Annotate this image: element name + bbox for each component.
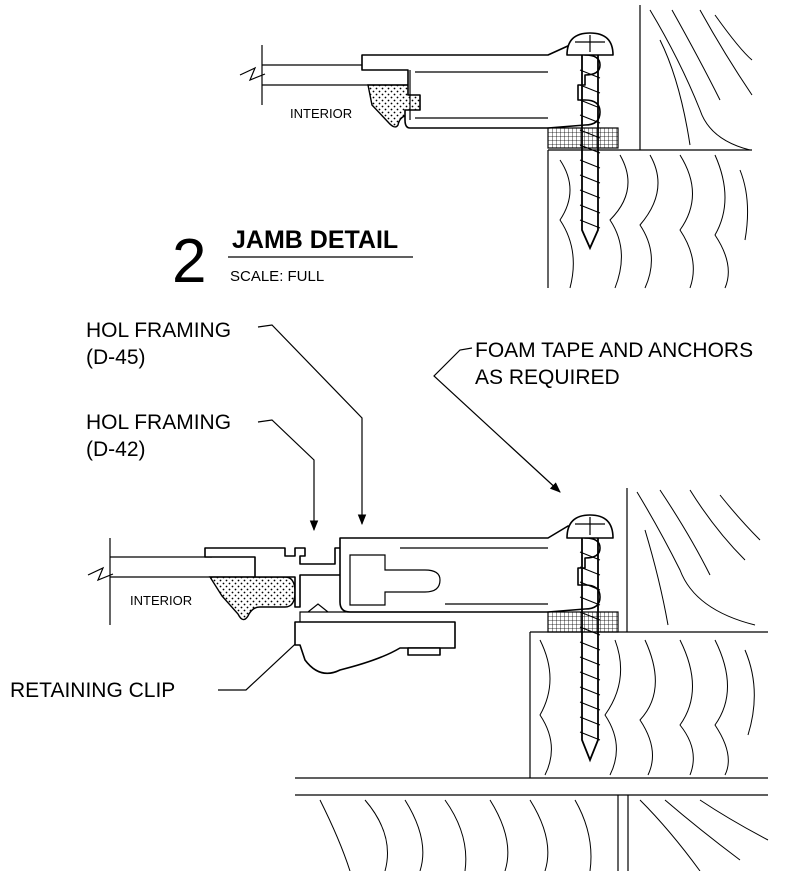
callout-foam-line1: FOAM TAPE AND ANCHORS [475,339,753,362]
top-detail [239,5,753,289]
callout-hol-d42-line2: (D-42) [86,438,146,461]
retaining-clip [294,603,456,675]
top-interior-break-line [239,45,266,105]
top-screw-head-icon [566,32,614,56]
callout-foam-line2: AS REQUIRED [475,366,620,389]
bottom-glazing-seal [208,576,296,621]
bottom-detail [87,488,769,871]
bottom-screw-shaft [579,538,601,763]
frame-profile-d42 [204,547,346,608]
top-frame-inner-line [409,70,548,120]
d45-inner-chamber [349,554,441,606]
callout-foam-tape: FOAM TAPE AND ANCHORS AS REQUIRED [433,339,753,493]
callout-retaining-clip-label: RETAINING CLIP [10,679,175,702]
interior-label-bottom: INTERIOR [130,593,192,608]
detail-title-block: 2 JAMB DETAIL SCALE: FULL [172,226,413,296]
detail-title: JAMB DETAIL [232,226,398,254]
bottom-screw-head-icon [566,514,614,539]
frame-profile-d45 [339,525,601,613]
detail-scale: SCALE: FULL [230,268,324,285]
callout-hol-d42: HOL FRAMING (D-42) [86,411,319,532]
top-wood-framing [547,5,753,289]
interior-label-top: INTERIOR [290,106,352,121]
top-foam-tape [547,127,619,149]
bottom-interior-break-line [87,538,114,625]
callout-hol-d45-line2: (D-45) [86,346,146,369]
bottom-foam-tape [547,611,619,633]
callout-hol-d45-line1: HOL FRAMING [86,319,231,342]
callout-retaining-clip: RETAINING CLIP [10,633,307,702]
top-screw-shaft [579,55,601,251]
callout-hol-d45: HOL FRAMING (D-45) [86,319,367,526]
callout-hol-d42-line1: HOL FRAMING [86,411,231,434]
bottom-wood-framing [295,488,769,871]
detail-number: 2 [172,227,206,296]
bottom-interior-wall [110,556,255,578]
d45-flange-lines [400,547,548,605]
